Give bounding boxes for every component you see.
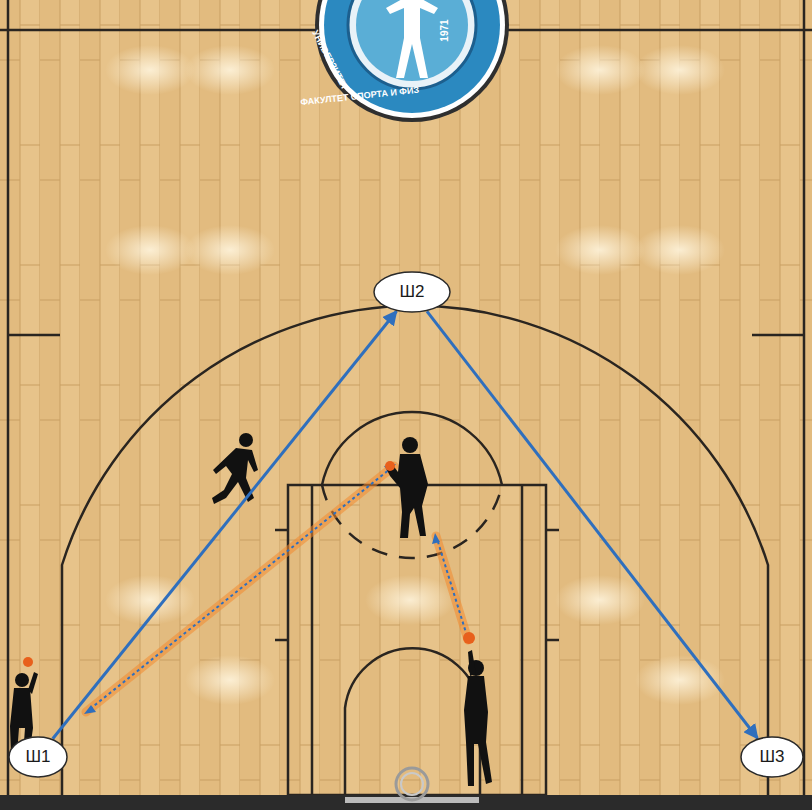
player-ellipse: Ш1 — [8, 736, 68, 778]
player-ellipse: Ш2 — [373, 271, 451, 313]
player-label: Ш2 — [399, 282, 424, 302]
movement-arrow — [427, 311, 757, 738]
player-ellipse: Ш3 — [740, 736, 804, 778]
movement-arrow — [53, 311, 397, 738]
player-label: Ш1 — [25, 747, 50, 767]
logo-text: 1971 — [439, 19, 450, 41]
player-label: Ш3 — [759, 747, 784, 767]
